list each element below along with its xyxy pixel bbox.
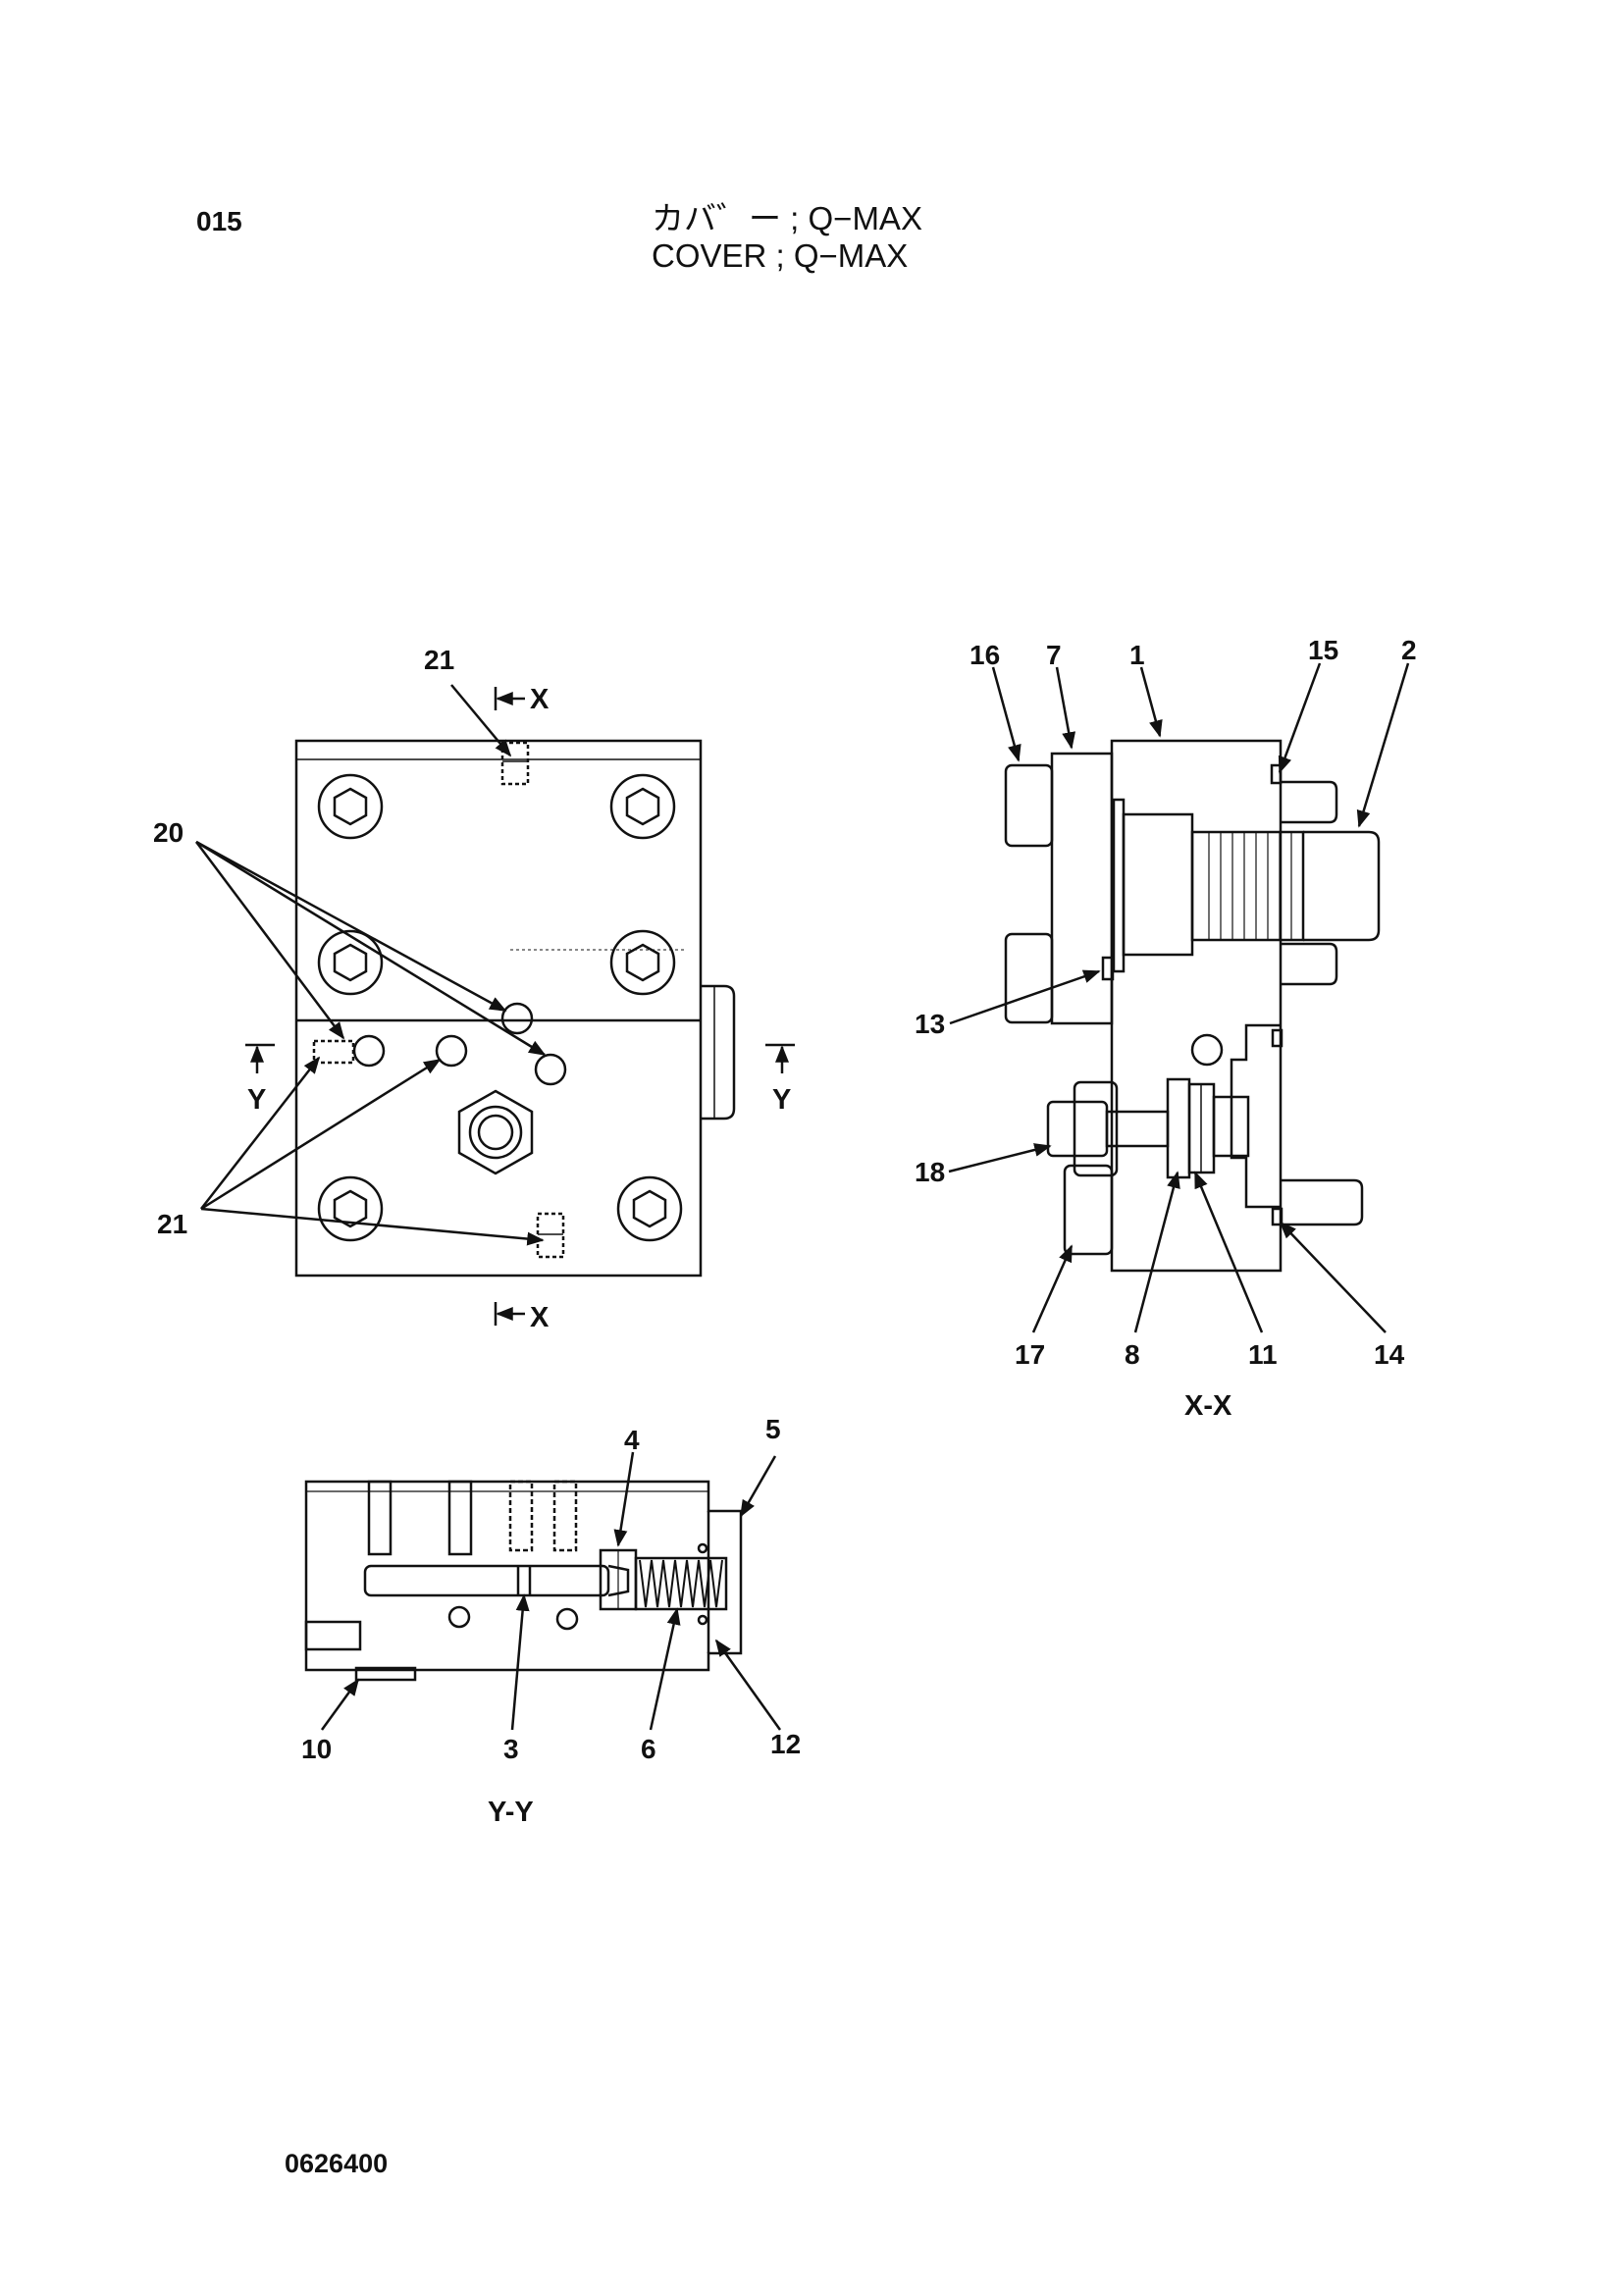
section-mark-y: Y [772,1084,791,1116]
plug-18 [1046,1100,1109,1158]
drilling [447,1480,473,1556]
callout-16: 16 [969,640,1000,670]
callout-4: 4 [624,1425,640,1455]
callout-8: 8 [1125,1339,1140,1370]
ball [555,1607,579,1631]
section-xx-view [948,662,1410,1333]
spool-3 [363,1564,610,1597]
port-hole [1190,1033,1224,1067]
port-plug [352,1034,386,1068]
plug-21 [312,1039,355,1065]
callout-18: 18 [915,1157,945,1187]
hex-fitting [457,1089,534,1175]
bolt-head [317,1175,384,1242]
callout-2: 2 [1401,635,1417,665]
seat-o-ring-13 [1101,956,1115,981]
port-plug [534,1053,567,1086]
piston-ring [1112,798,1126,973]
bolt-head [616,1175,683,1242]
side-boss [701,984,736,1121]
section-yy-labels: 4 5 10 3 6 12 Y-Y [301,1414,801,1828]
callout-1: 1 [1129,640,1145,670]
section-xx-labels: 16 7 1 15 2 13 18 17 8 11 14 X-X [915,635,1417,1422]
cover-body [1110,739,1283,1273]
callout-10: 10 [301,1734,332,1764]
flange-plate [1050,752,1114,1025]
callout-15: 15 [1308,635,1338,665]
top-view [195,684,795,1326]
callout-13: 13 [915,1009,945,1039]
callout-20: 20 [153,817,183,848]
o-ring-12 [697,1542,708,1554]
boss-lower [1004,932,1054,1024]
seat-o-ring-14 [1271,1207,1283,1226]
callout-6: 6 [641,1734,656,1764]
bolt-head [609,773,676,840]
title-japanese: カバ゛ー ; Q−MAX [652,200,922,236]
callout-7: 7 [1046,640,1062,670]
plug-21-top [500,741,530,786]
port-plug [500,1002,534,1035]
seat-o-ring-bottom [1271,1028,1283,1048]
title-english: COVER ; Q−MAX [652,237,909,274]
document-code: 0626400 [285,2149,389,2178]
valve-body-8 [1166,1077,1191,1179]
top-view-labels: 21 20 21 X X Y Y [153,645,791,1333]
callout-21: 21 [424,645,454,675]
threaded-sleeve [1190,830,1305,942]
raised-cover-lower [1230,1023,1281,1209]
spring-6 [639,1559,723,1608]
boss-upper [1004,763,1054,848]
seat-o-ring-15 [1270,763,1283,785]
callout-3: 3 [503,1734,519,1764]
valve-body-outline [304,1480,743,1672]
ball [447,1605,471,1629]
section-mark-x: X [530,684,550,715]
o-ring-12 [697,1614,708,1626]
plug-18-head [1073,1080,1119,1177]
section-mark-y: Y [247,1084,266,1116]
spring-chamber [634,1556,728,1611]
side-drilling [304,1620,362,1651]
port-plug [435,1034,468,1068]
section-title-yy: Y-Y [488,1797,534,1828]
callout-11: 11 [1248,1339,1278,1370]
drilling [552,1480,578,1552]
bolt-head [317,929,384,996]
section-title-xx: X-X [1184,1390,1232,1422]
bolt-stub-middle [1281,942,1338,986]
callout-12: 12 [770,1729,801,1759]
page-number: 015 [196,206,242,236]
bolt-head [317,773,384,840]
bolt-stub-lower [1281,1178,1364,1226]
piston-head [1122,812,1194,957]
drilling [367,1480,393,1556]
adjust-screw-2 [1303,830,1381,942]
callout-5: 5 [765,1414,781,1444]
valve-cap [1212,1095,1250,1158]
callout-17: 17 [1015,1339,1045,1370]
plug-17 [1063,1164,1114,1256]
callout-21: 21 [157,1209,187,1239]
section-mark-x: X [530,1302,550,1333]
section-yy-view [304,1451,782,1731]
callout-14: 14 [1374,1339,1405,1370]
bolt-stub-upper [1281,780,1338,824]
plug-21-bottom [536,1212,565,1259]
bolt-head [609,929,676,996]
plug-10 [354,1666,417,1682]
drilling [508,1480,534,1552]
